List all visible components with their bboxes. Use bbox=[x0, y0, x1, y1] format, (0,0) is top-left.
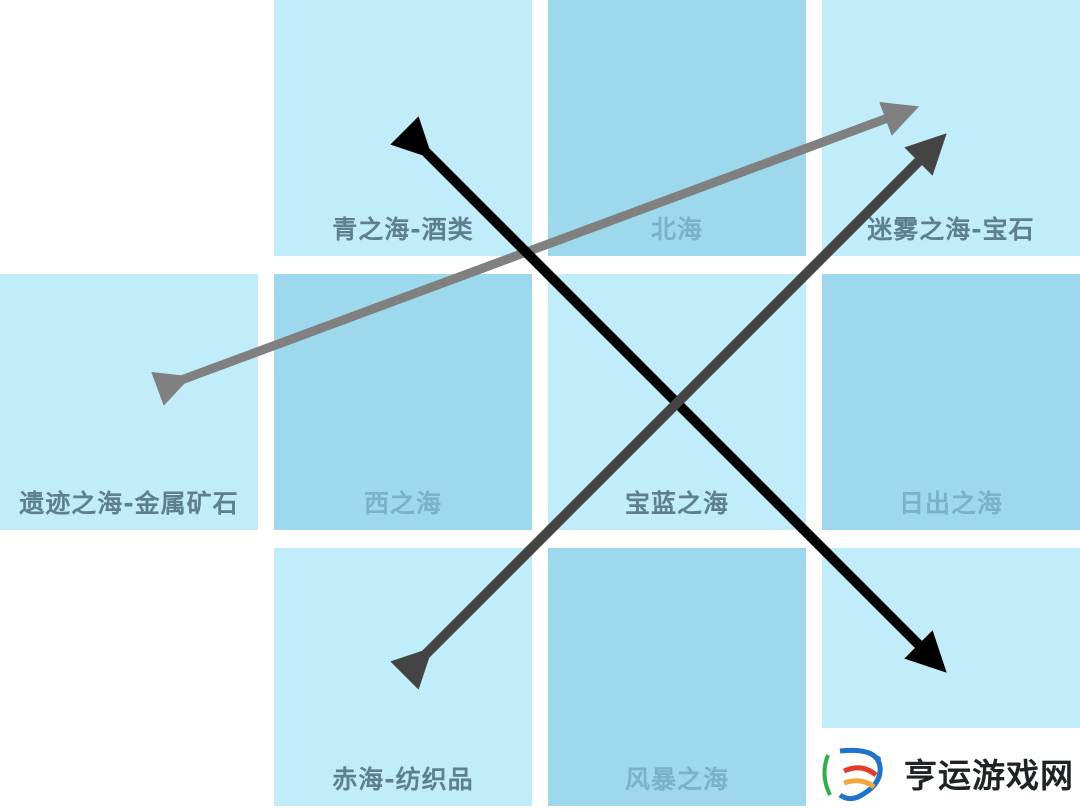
tile-mi-wu-zhi-hai: 迷雾之海-宝石 bbox=[822, 0, 1080, 256]
tile-bao-lan-zhi-hai: 宝蓝之海 bbox=[548, 274, 806, 530]
tile-qing-zhi-hai: 青之海-酒类 bbox=[274, 0, 532, 256]
tile-xi-zhi-hai: 西之海 bbox=[274, 274, 532, 530]
tile-label: 迷雾之海-宝石 bbox=[867, 215, 1035, 244]
tile-label: 青之海-酒类 bbox=[332, 215, 474, 244]
tile-label: 日出之海 bbox=[898, 489, 1003, 518]
tile-label: 遗迹之海-金属矿石 bbox=[19, 489, 239, 518]
tile-label: 风暴之海 bbox=[624, 765, 729, 794]
tile-bei-hai: 北海 bbox=[548, 0, 806, 256]
watermark: 亨运游戏网 bbox=[818, 744, 1080, 806]
dragon-logo-icon bbox=[818, 745, 896, 805]
tile-label: 宝蓝之海 bbox=[624, 489, 729, 518]
tile-label: 北海 bbox=[650, 215, 703, 244]
tile-bottom-right bbox=[822, 548, 1080, 728]
watermark-text: 亨运游戏网 bbox=[904, 756, 1074, 795]
tile-yi-ji-zhi-hai: 遗迹之海-金属矿石 bbox=[0, 274, 258, 530]
tile-chi-hai: 赤海-纺织品 bbox=[274, 548, 532, 806]
tile-feng-bao-zhi-hai: 风暴之海 bbox=[548, 548, 806, 806]
tile-label: 赤海-纺织品 bbox=[332, 765, 474, 794]
tile-ri-chu-zhi-hai: 日出之海 bbox=[822, 274, 1080, 530]
tile-label: 西之海 bbox=[363, 489, 442, 518]
